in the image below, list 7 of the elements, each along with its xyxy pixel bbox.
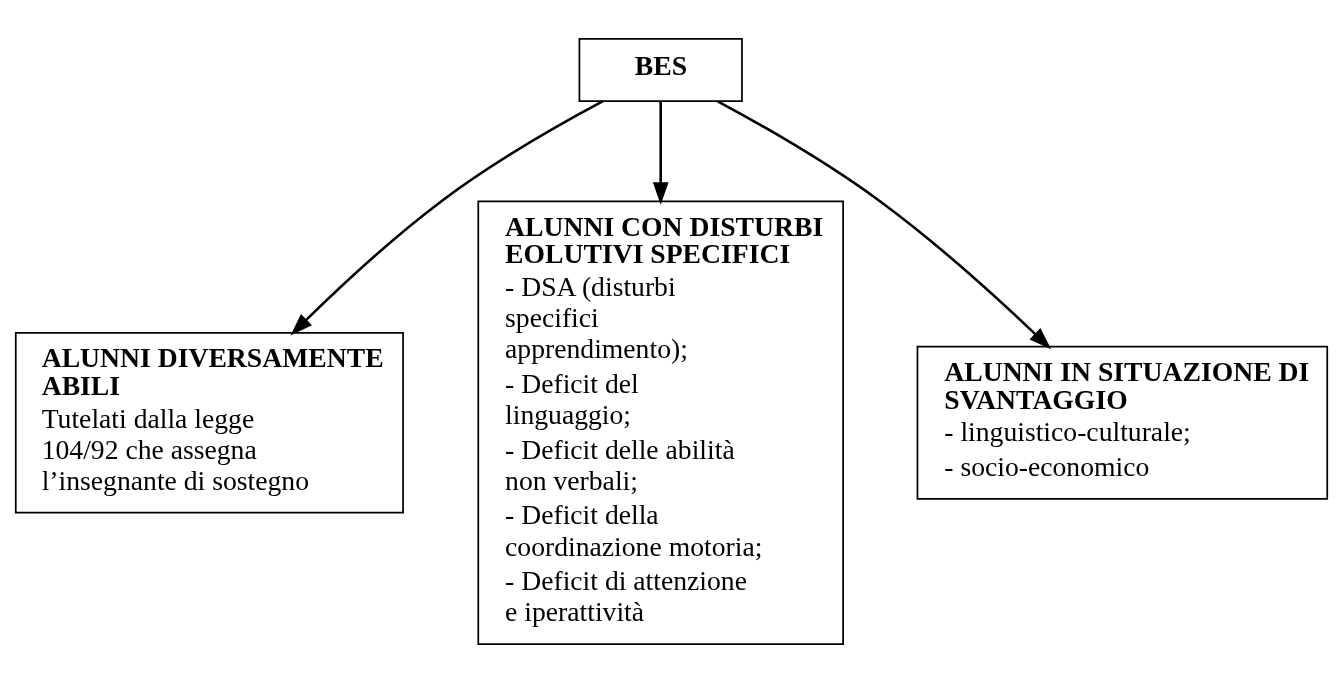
arrow: [717, 99, 1052, 349]
node-box: ALUNNI IN SITUAZIONE DI SVANTAGGIO - linguistico-culturale; - socio-economico: [916, 345, 1329, 500]
node-box: BES: [578, 37, 743, 102]
arrow: [290, 99, 604, 335]
node-box: ALUNNI CON DISTURBI EOLUTIVI SPECIFICI - DSA (disturbi specifici apprendimento); - Deficit del linguaggio; - Deficit delle abilità non verbali; - Deficit della coordinazione motoria; - Deficit di attenzione e iperattività: [477, 200, 844, 645]
arrow: [652, 101, 669, 205]
node-box: ALUNNI DIVERSAMENTE ABILI Tutelati dalla legge 104/92 che assegna l’insegnante di sostegno: [14, 331, 404, 514]
